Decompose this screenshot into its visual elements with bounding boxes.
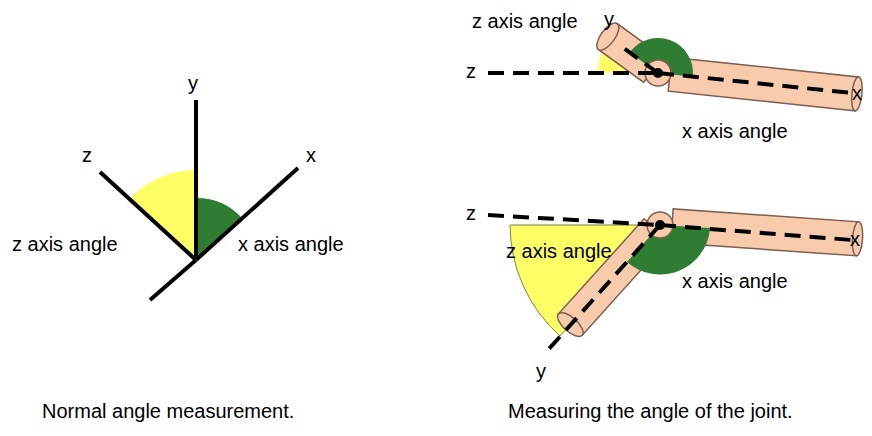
- axis-label: x: [306, 144, 316, 167]
- dashed-axes: [488, 215, 852, 350]
- axis-label: y: [536, 360, 546, 383]
- angle-label: z axis angle: [12, 233, 118, 256]
- dashed-axes: [488, 47, 852, 93]
- caption-text: Normal angle measurement.: [42, 400, 294, 423]
- axis-label: x: [850, 228, 860, 251]
- angle-label: x axis angle: [238, 233, 344, 256]
- z-angle-sector: [130, 170, 196, 260]
- axis-label: z: [466, 60, 476, 83]
- axis-label: z: [82, 144, 92, 167]
- axis-label: y: [188, 72, 198, 95]
- angle-label: z axis angle: [472, 10, 578, 33]
- axis-label: x: [852, 82, 862, 105]
- axes: [100, 100, 298, 300]
- x-angle-sector: [196, 198, 242, 260]
- caption-text: Measuring the angle of the joint.: [508, 400, 793, 423]
- angle-label: x axis angle: [682, 270, 788, 293]
- angle-label: x axis angle: [682, 120, 788, 143]
- joint-dot: [653, 68, 663, 78]
- axis-label: z: [466, 202, 476, 225]
- axis-label: y: [604, 8, 614, 31]
- joint-dot: [655, 220, 665, 230]
- angle-label: z axis angle: [506, 240, 612, 263]
